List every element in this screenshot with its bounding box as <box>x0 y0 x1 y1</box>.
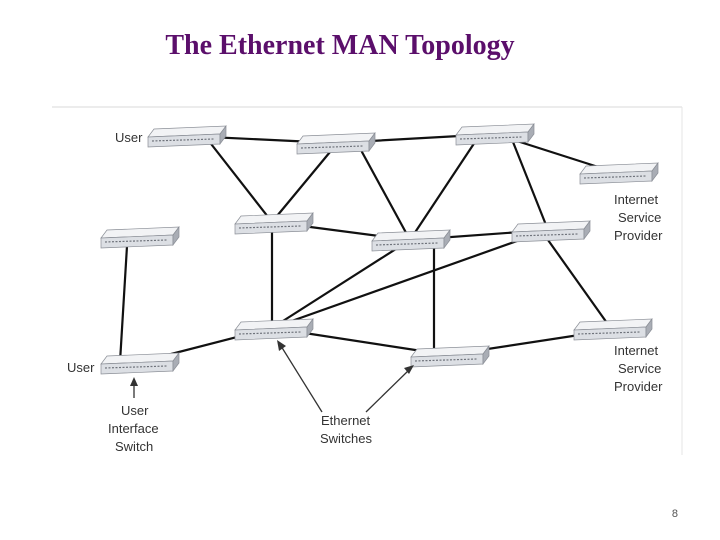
arrow-switch-left <box>280 345 323 413</box>
label-user-top: User <box>115 130 143 145</box>
link <box>360 150 412 242</box>
label-isp-bottom-line2: Service <box>618 361 661 376</box>
ethernet-switch <box>147 124 227 148</box>
link <box>408 140 477 242</box>
ethernet-switch <box>455 122 535 146</box>
ethernet-switch <box>573 317 653 341</box>
ethernet-switch <box>296 131 376 155</box>
label-uis-line3: Switch <box>115 439 153 454</box>
ethernet-switch <box>410 344 490 368</box>
slide-title: The Ethernet MAN Topology <box>165 30 515 61</box>
label-isp-top-line1: Internet <box>614 192 658 207</box>
arrowhead-switch-left <box>277 340 286 351</box>
label-isp-bottom-line3: Provider <box>614 379 663 394</box>
link <box>270 228 550 330</box>
label-user-bottom: User <box>67 360 95 375</box>
link <box>118 244 129 364</box>
network-links <box>118 132 619 364</box>
arrow-switch-right <box>365 368 411 413</box>
label-isp-bottom-line1: Internet <box>614 343 658 358</box>
ethernet-switch <box>234 317 314 341</box>
link <box>270 238 412 330</box>
page-number: 8 <box>671 508 678 520</box>
label-uis-line1: User <box>121 403 149 418</box>
ethernet-switch <box>371 228 451 252</box>
annotation-arrows <box>130 340 414 413</box>
ethernet-switch <box>234 211 314 235</box>
label-ethernet-switches-line2: Switches <box>320 431 373 446</box>
label-isp-top-line2: Service <box>618 210 661 225</box>
user-interface-switch <box>100 351 180 375</box>
link <box>206 138 274 224</box>
ethernet-switch <box>511 219 591 243</box>
link <box>270 150 332 224</box>
ethernet-switch <box>579 161 659 185</box>
ethernet-switch <box>100 225 180 249</box>
arrowhead-uis <box>130 377 138 386</box>
link <box>546 238 614 332</box>
arrowhead-switch-right <box>404 365 414 374</box>
label-uis-line2: Interface <box>108 421 159 436</box>
link <box>511 140 550 232</box>
label-ethernet-switches-line1: Ethernet <box>321 413 371 428</box>
label-isp-top-line3: Provider <box>614 228 663 243</box>
